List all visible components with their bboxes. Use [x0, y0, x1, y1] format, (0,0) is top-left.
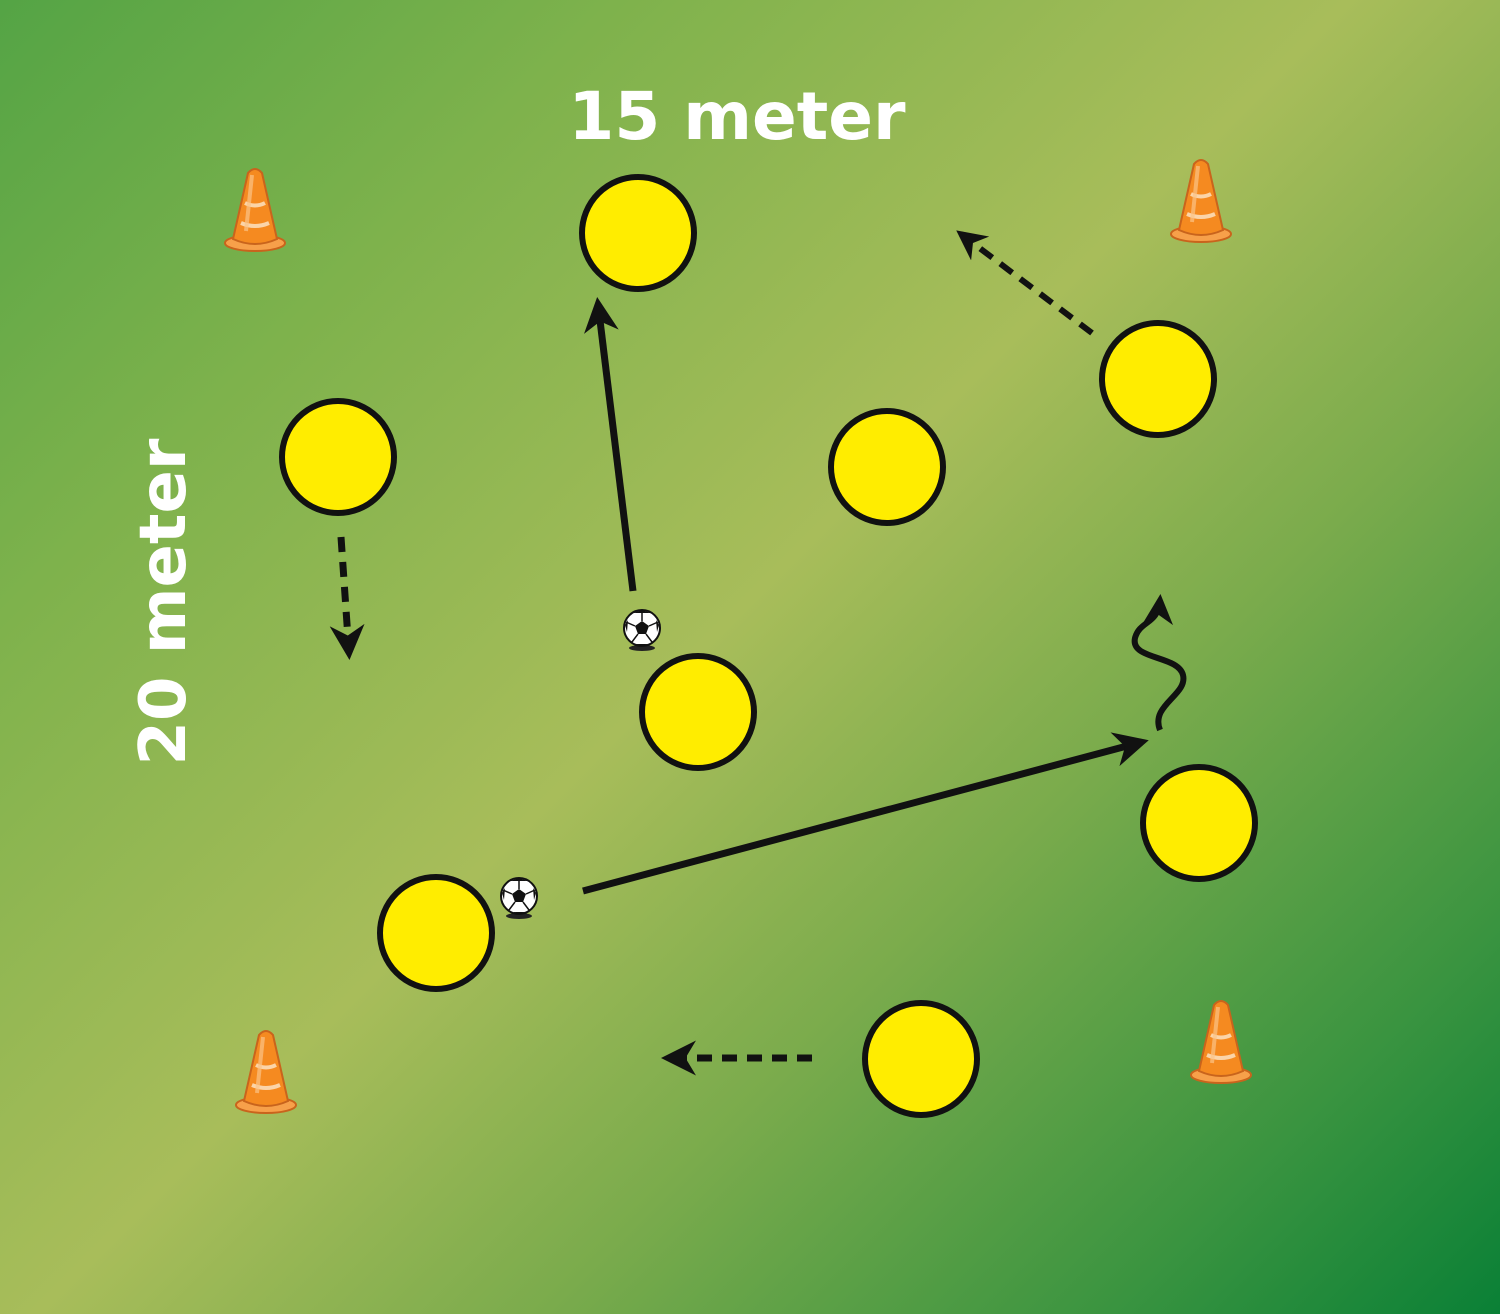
player-circle [828, 408, 946, 526]
player-circle [279, 398, 397, 516]
cone-icon [223, 167, 287, 253]
cone-icon [1189, 999, 1253, 1085]
player-circle [579, 174, 697, 292]
soccer-ball-icon [623, 609, 661, 652]
pass-arrow [582, 732, 1149, 895]
cone-icon [234, 1029, 298, 1115]
player-circle [377, 874, 495, 992]
players [279, 174, 1258, 1118]
player-circle [639, 653, 757, 771]
player-circle [1140, 764, 1258, 882]
run-arrow [956, 230, 1094, 336]
player-circle [862, 1000, 980, 1118]
soccer-ball-icon [500, 877, 538, 920]
cone-icon [1169, 158, 1233, 244]
run-arrow [329, 536, 365, 660]
dribble-arrow [1131, 594, 1187, 732]
pass-arrow [584, 297, 637, 592]
width-label: 15 meter [568, 78, 906, 155]
length-label: 20 meter [127, 438, 201, 765]
player-circle [1099, 320, 1217, 438]
